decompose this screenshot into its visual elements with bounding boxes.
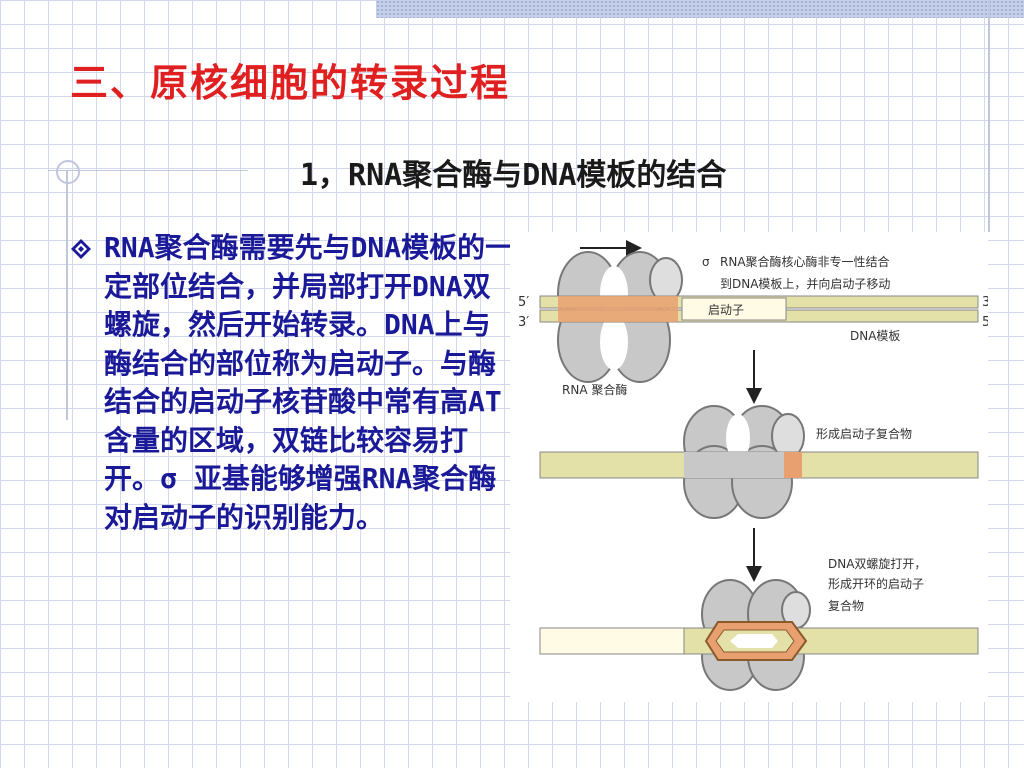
decor-vertical-line-right xyxy=(988,0,990,232)
decor-vertical-line-left xyxy=(66,170,68,420)
diamond-bullet-icon xyxy=(70,238,92,260)
three-prime-right: 3′ xyxy=(982,295,988,310)
five-prime-left: 5′ xyxy=(518,295,529,310)
step3-line1: DNA双螺旋打开， xyxy=(828,557,926,571)
header-decor-band xyxy=(376,0,1024,18)
five-prime-right: 5′ xyxy=(982,315,988,330)
step2-group: 形成启动子复合物 xyxy=(540,406,978,518)
enzyme-dna-overlap xyxy=(558,296,678,322)
dna-upstream-region xyxy=(540,628,684,654)
slide-title: 三、原核细胞的转录过程 xyxy=(70,52,510,107)
transcription-initiation-figure: 启动子 5′ 3′ 3′ 5′ σ RNA聚合酶核心酶非专一性结合 到DNA模板… xyxy=(510,232,988,702)
sigma-subunit-shape xyxy=(772,414,804,458)
promoter-label: 启动子 xyxy=(708,303,744,317)
promoter-bound-region xyxy=(784,452,802,478)
open-promoter-gap xyxy=(730,634,778,648)
rna-pol-label: RNA 聚合酶 xyxy=(562,382,627,397)
step3-line2: 形成开环的启动子 xyxy=(828,576,924,591)
slide-subtitle: 1，RNA聚合酶与DNA模板的结合 xyxy=(300,150,726,194)
body-paragraph: RNA聚合酶需要先与DNA模板的一定部位结合，并局部打开DNA双螺旋，然后开始转… xyxy=(104,229,514,537)
step3-group: DNA双螺旋打开， 形成开环的启动子 复合物 xyxy=(540,557,978,690)
step3-line3: 复合物 xyxy=(828,598,864,613)
enzyme-dna-overlap xyxy=(684,452,800,478)
sigma-desc-line1: RNA聚合酶核心酶非专一性结合 xyxy=(720,254,890,269)
sigma-subunit-shape xyxy=(650,258,682,302)
three-prime-left: 3′ xyxy=(518,315,529,330)
sigma-label: σ xyxy=(702,255,710,269)
step2-label: 形成启动子复合物 xyxy=(816,426,912,441)
dna-template-label: DNA模板 xyxy=(850,329,900,343)
sigma-desc-line2: 到DNA模板上，并向启动子移动 xyxy=(720,276,890,291)
decor-circle-icon xyxy=(56,160,80,184)
